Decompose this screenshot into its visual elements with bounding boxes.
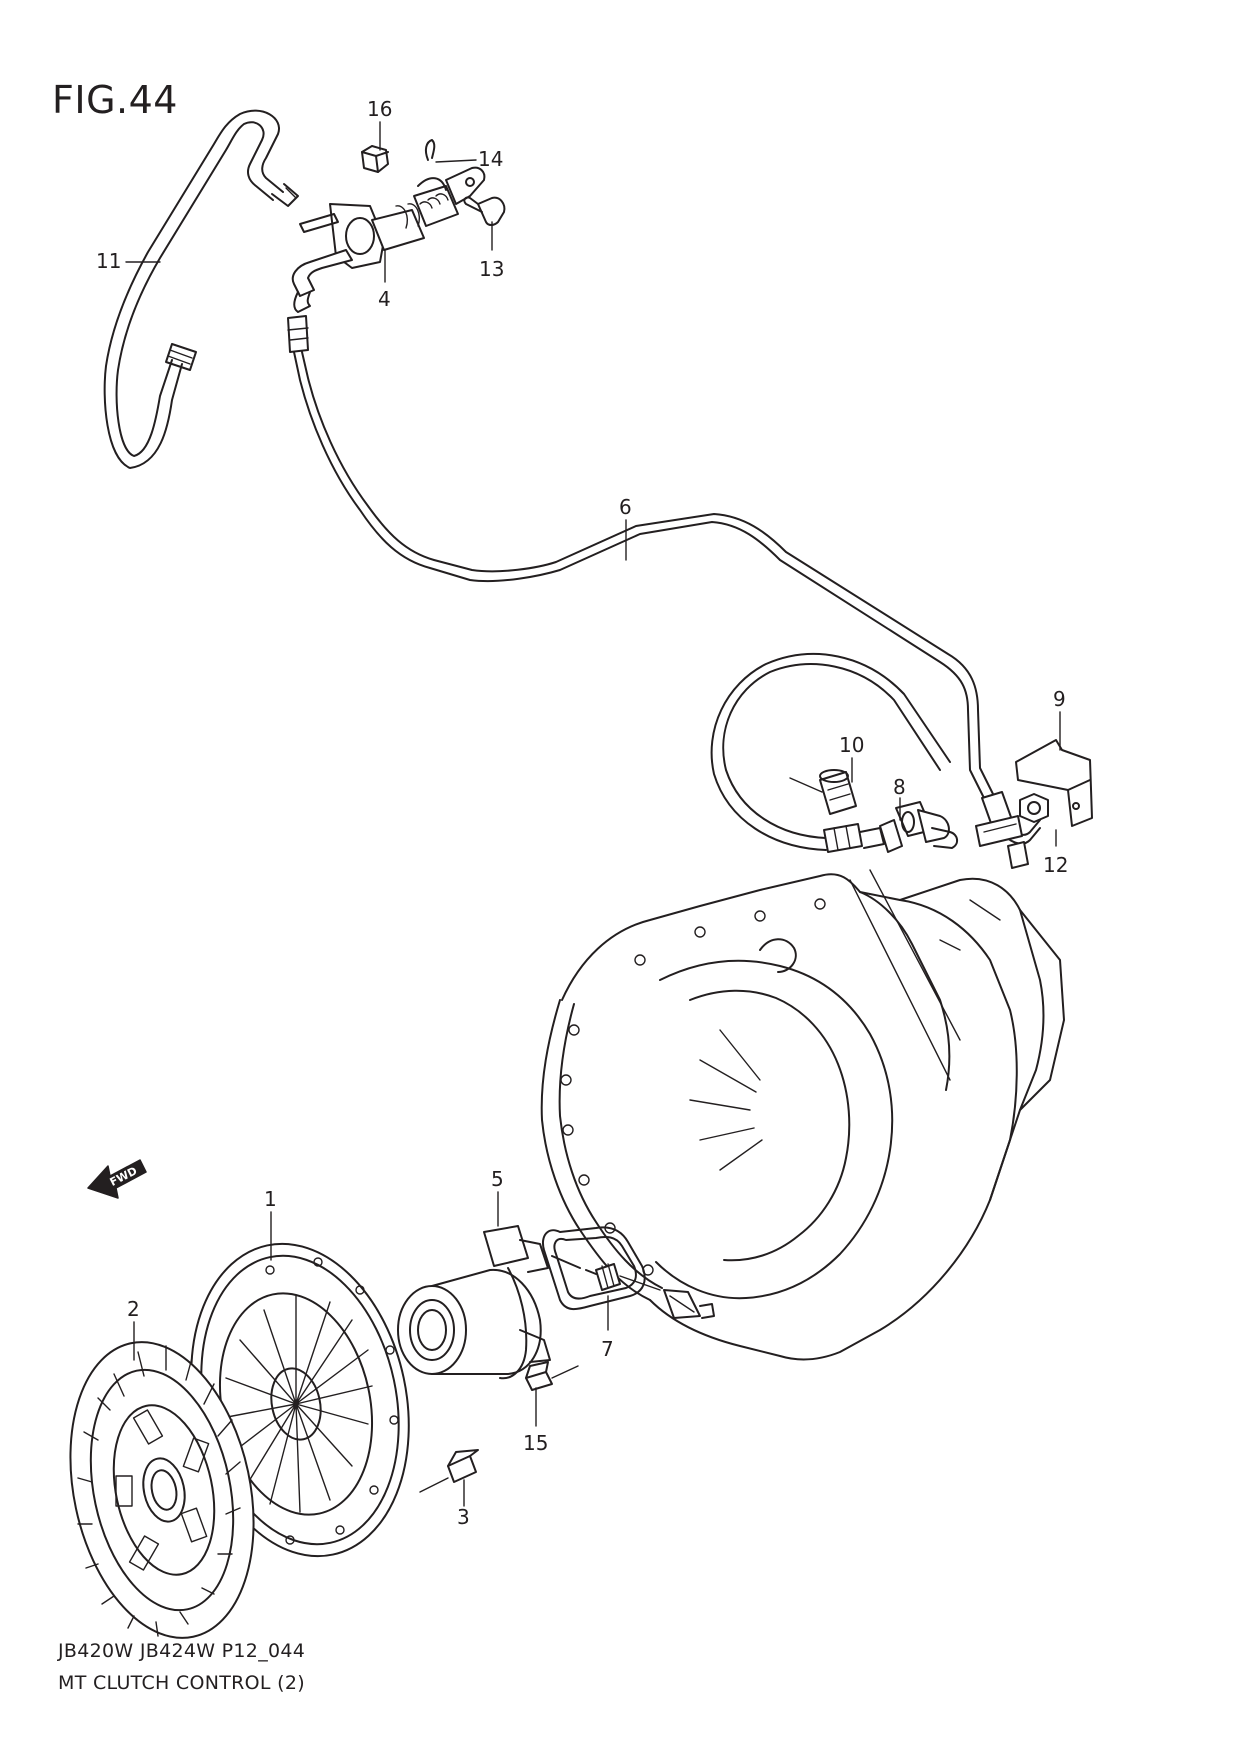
clutch-disc — [69, 1341, 255, 1639]
bellhousing-bolt-bosses — [560, 898, 826, 1276]
clip-10 — [789, 769, 857, 815]
nut-16 — [361, 145, 389, 173]
callout-1: 1 — [264, 1187, 277, 1211]
clip-14 — [424, 139, 436, 161]
bracket-9 — [1015, 739, 1093, 827]
reservoir-hose — [103, 109, 299, 469]
clutch-pipe — [287, 315, 1041, 845]
clutch-flex-hose — [710, 653, 951, 853]
damper-springs — [115, 1409, 210, 1571]
callout-6: 6 — [619, 495, 632, 519]
callout-12: 12 — [1043, 853, 1068, 877]
diaphragm-fingers — [221, 1295, 373, 1513]
callout-14: 14 — [478, 147, 503, 171]
callout-10: 10 — [839, 733, 864, 757]
pipe-union-8 — [895, 801, 958, 849]
bleeder-plug — [595, 1263, 715, 1319]
nut-12 — [1019, 793, 1049, 823]
release-bearing — [397, 1225, 597, 1380]
callout-11: 11 — [96, 249, 121, 273]
bolt-15 — [525, 1361, 579, 1391]
friction-facing-segments — [77, 1345, 241, 1637]
transmission-case — [540, 869, 1065, 1361]
callout-3: 3 — [457, 1505, 470, 1529]
callout-15: 15 — [523, 1431, 548, 1455]
fwd-direction-marker: FWD — [87, 1159, 147, 1199]
callout-16: 16 — [367, 97, 392, 121]
pin-13 — [463, 196, 506, 226]
leader-lines — [125, 121, 1061, 1507]
hose-fitting-bracket — [975, 791, 1029, 869]
callout-8: 8 — [893, 775, 906, 799]
diagram-code: JB420W JB424W P12_044 — [58, 1640, 306, 1662]
callout-13: 13 — [479, 257, 504, 281]
bolt-3 — [419, 1449, 479, 1493]
callout-9: 9 — [1053, 687, 1066, 711]
callout-7: 7 — [601, 1337, 614, 1361]
gasket-7 — [542, 1226, 646, 1311]
clutch-master-cylinder — [291, 166, 486, 313]
figure-title: FIG.44 — [52, 78, 178, 122]
callout-4: 4 — [378, 287, 391, 311]
callout-5: 5 — [491, 1167, 504, 1191]
callout-numbers: 1 2 3 4 5 6 7 8 9 10 11 12 13 14 15 16 — [96, 97, 1068, 1529]
callout-2: 2 — [127, 1297, 140, 1321]
diagram-caption: MT CLUTCH CONTROL (2) — [58, 1672, 305, 1694]
